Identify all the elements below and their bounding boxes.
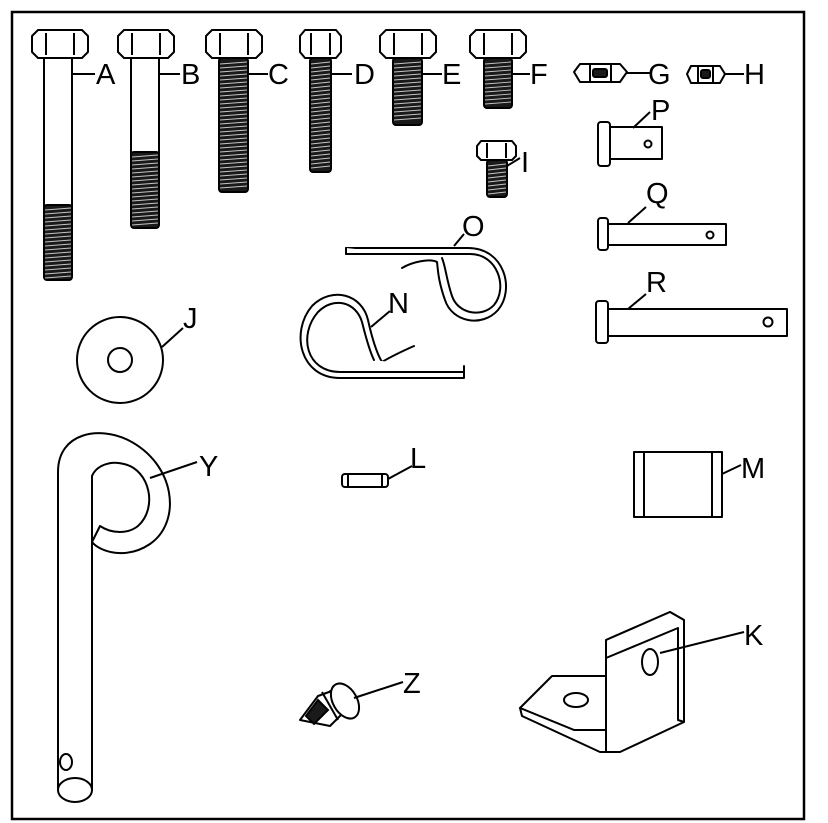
label-d: D bbox=[354, 59, 375, 91]
label-e: E bbox=[442, 59, 461, 91]
label-o: O bbox=[462, 211, 485, 243]
label-j: J bbox=[183, 303, 198, 335]
label-g: G bbox=[648, 59, 671, 91]
label-q: Q bbox=[646, 178, 669, 210]
label-c: C bbox=[268, 59, 289, 91]
roll-pin-l: L bbox=[341, 443, 426, 488]
label-f: F bbox=[530, 59, 548, 91]
bolt-e: E bbox=[379, 29, 461, 126]
nut-g: G bbox=[573, 59, 671, 91]
clevis-pin-r: R bbox=[595, 267, 788, 344]
label-b: B bbox=[181, 59, 200, 91]
hook-rod-y: Y bbox=[57, 432, 218, 803]
push-rivet-z: Z bbox=[299, 668, 421, 727]
diagram-border bbox=[10, 10, 806, 821]
bolt-b: B bbox=[117, 29, 200, 229]
bolt-c: C bbox=[205, 29, 289, 193]
hairpin-clip-o: O bbox=[345, 211, 507, 322]
bolt-a: A bbox=[31, 29, 116, 281]
label-p: P bbox=[651, 95, 670, 127]
label-m: M bbox=[741, 453, 765, 485]
label-h: H bbox=[744, 59, 765, 91]
angle-bracket-k: K bbox=[519, 611, 764, 753]
label-k: K bbox=[744, 620, 764, 652]
label-i: I bbox=[521, 147, 529, 179]
bolt-f: F bbox=[469, 29, 548, 109]
bolt-i: I bbox=[476, 140, 529, 198]
bolt-d: D bbox=[299, 29, 375, 173]
nut-h: H bbox=[686, 59, 765, 91]
washer-j: J bbox=[76, 303, 198, 404]
spacer-m: M bbox=[633, 451, 765, 518]
label-l: L bbox=[410, 443, 426, 475]
hairpin-clip-n: N bbox=[299, 288, 465, 379]
label-z: Z bbox=[403, 668, 421, 700]
label-a: A bbox=[96, 59, 116, 91]
label-n: N bbox=[388, 288, 409, 320]
clevis-pin-p: P bbox=[597, 95, 670, 167]
label-y: Y bbox=[199, 451, 218, 483]
clevis-pin-q: Q bbox=[597, 178, 727, 251]
label-r: R bbox=[646, 267, 667, 299]
